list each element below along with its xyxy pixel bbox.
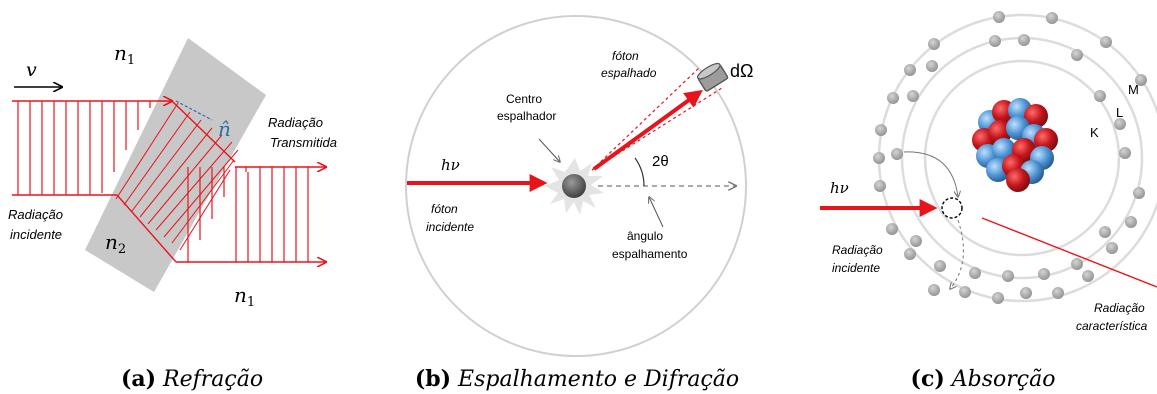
shell-m-label: M — [1128, 82, 1139, 97]
velocity-label: v — [26, 59, 37, 81]
transition-arrow-upper — [903, 151, 958, 197]
panel-b-scattering: fóton espalhado dΩ Centro espalhador hν … — [405, 15, 753, 357]
scattered-photon-label-line1: fóton — [612, 49, 639, 63]
centro-pointer-arrow — [538, 138, 560, 162]
svg-text:n1: n1 — [234, 283, 255, 310]
centro-label-line2: espalhador — [497, 109, 556, 123]
absorption-incident-line1: Radiação — [832, 243, 883, 257]
centro-label-line1: Centro — [506, 92, 542, 106]
angle-label-line2: espalhamento — [612, 247, 688, 261]
electrons-shell-l — [891, 34, 1131, 282]
absorption-hv-label: hν — [830, 179, 849, 197]
svg-text:n2: n2 — [105, 230, 126, 257]
characteristic-label-line1: Radiação — [1094, 301, 1145, 315]
incident-hv-label: hν — [441, 156, 460, 174]
atomic-nucleus — [972, 98, 1058, 192]
scattering-sphere — [405, 15, 747, 357]
characteristic-label-line2: característica — [1076, 319, 1148, 333]
transmitted-wavefronts — [187, 167, 309, 262]
incident-rays — [12, 101, 172, 196]
n1-bottom-subscript: 1 — [247, 295, 255, 310]
slab-rays — [116, 100, 236, 263]
scattering-angle-arc — [634, 157, 645, 187]
n1-top-label: n — [114, 41, 127, 65]
caption-b-letter: (b) — [414, 366, 452, 392]
caption-b-text: Espalhamento e Difração — [458, 367, 740, 392]
shell-l-label: L — [1116, 105, 1123, 120]
absorption-incident-line2: incidente — [832, 261, 880, 275]
n1-top-subscript: 1 — [127, 53, 135, 68]
caption-a-text: Refração — [163, 367, 264, 392]
incident-wavefronts — [17, 101, 151, 195]
caption-a-letter: (a) — [120, 366, 157, 392]
caption-c-text: Absorção — [951, 367, 1056, 392]
characteristic-radiation-ray — [981, 217, 1157, 288]
incident-photon-label-line1: fóton — [431, 202, 458, 216]
refraction-slab — [85, 38, 266, 292]
caption-c: (c) Absorção — [911, 366, 1056, 392]
caption-a: (a) Refração — [121, 366, 263, 392]
normal-dashed-line — [175, 100, 213, 121]
n1-bottom-label: n — [234, 283, 247, 307]
detector-icon — [696, 62, 729, 92]
n2-subscript: 2 — [118, 242, 126, 257]
incident-label-line1: Radiação — [8, 207, 63, 222]
normal-vector-label: n̂ — [218, 117, 231, 141]
angle-2theta-label: 2θ — [652, 153, 669, 170]
transmitted-rays — [176, 167, 326, 262]
angulo-pointer-arrow — [649, 197, 664, 228]
panel-c-absorption: M L K hν Radiação incidente Radiação car… — [820, 11, 1157, 333]
incident-label-line2: incidente — [10, 227, 62, 242]
n2-label: n — [105, 230, 118, 254]
transmitted-label-line2: Transmitida — [270, 135, 337, 150]
scattering-center — [562, 174, 586, 198]
transition-arrow-ejected — [950, 219, 964, 289]
scattered-photon-label-line2: espalhado — [601, 66, 657, 80]
angle-label-line1: ângulo — [627, 229, 663, 243]
panel-a-refraction: v n1 n̂ Radiação Transmitida Radiação in… — [8, 38, 337, 310]
electron-vacancy — [941, 197, 963, 219]
caption-b: (b) Espalhamento e Difração — [415, 366, 739, 392]
electrons-shell-m — [873, 11, 1147, 304]
scattered-photon-arrow — [592, 89, 703, 171]
transmitted-label-line1: Radiação — [268, 115, 323, 130]
incident-photon-label-line2: incidente — [426, 220, 474, 234]
solid-angle-label: dΩ — [730, 61, 753, 81]
shell-k-label: K — [1090, 125, 1099, 140]
caption-c-letter: (c) — [910, 366, 945, 392]
svg-text:n1: n1 — [114, 41, 135, 68]
